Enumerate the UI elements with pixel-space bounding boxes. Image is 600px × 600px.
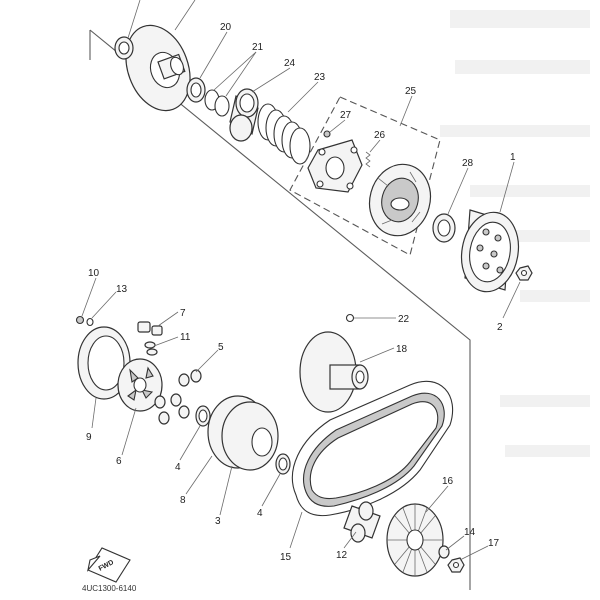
secondary-sheave [299, 331, 369, 413]
primary-sheave-cover [77, 326, 131, 400]
clutch-housing [460, 209, 520, 293]
washer-left [195, 405, 211, 427]
part-number-20: 20 [220, 22, 232, 33]
part-number-11: 11 [180, 332, 191, 343]
part-number-28: 28 [462, 158, 474, 169]
part-number-17: 17 [488, 538, 500, 549]
part-number-10: 10 [88, 268, 100, 279]
part-number-13: 13 [116, 284, 128, 295]
seal-ring [432, 213, 456, 243]
fixed-sheave-fan [386, 503, 444, 577]
part-number-14: 14 [464, 527, 476, 538]
part-number-18: 18 [396, 344, 408, 355]
part-number-7: 7 [180, 308, 186, 319]
part-number-1: 1 [510, 152, 516, 163]
compression-spring [257, 103, 311, 165]
part-number-8: 8 [180, 495, 186, 506]
part-numbers: 1 2 3 4 4 5 6 7 8 9 10 11 12 13 14 15 16… [86, 22, 516, 563]
leader-lines [81, 31, 521, 561]
part-number-5: 5 [218, 342, 224, 353]
slider-pieces [137, 321, 163, 356]
diagram-code: 4UC1300-6140 [82, 584, 137, 593]
housing-nut [515, 265, 533, 281]
washer-top-left [114, 36, 134, 60]
part-number-23: 23 [314, 72, 326, 83]
collar-part [186, 77, 206, 103]
part-number-15: 15 [280, 552, 292, 563]
clutch-carrier-dashed-box [289, 96, 441, 256]
spacer-collar [343, 501, 381, 543]
part-number-22: 22 [398, 314, 410, 325]
part-number-26: 26 [374, 130, 386, 141]
weight-rollers [154, 369, 202, 425]
part-number-2: 2 [497, 322, 503, 333]
o-ring-pair [204, 89, 230, 117]
pin-22 [345, 313, 355, 323]
nut-17 [447, 557, 465, 573]
v-belt [291, 380, 454, 517]
part-number-4a: 4 [175, 462, 181, 473]
bolt-and-washer [75, 315, 94, 327]
part-number-12: 12 [336, 550, 348, 561]
movable-sheave [207, 395, 279, 471]
part-number-27: 27 [340, 110, 352, 121]
ramp-plate [117, 358, 163, 412]
part-number-9: 9 [86, 432, 92, 443]
part-number-21: 21 [252, 42, 264, 53]
spring-small [323, 130, 371, 168]
part-number-6: 6 [116, 456, 122, 467]
guide-cylinder [229, 88, 259, 142]
part-number-4b: 4 [257, 508, 263, 519]
part-number-16: 16 [442, 476, 454, 487]
clutch-plate [307, 139, 363, 193]
part-number-3: 3 [215, 516, 221, 527]
assembly-boundary [89, 29, 471, 590]
clutch-shoe-assembly [368, 163, 432, 237]
secondary-sheave-upper [125, 24, 191, 112]
fwd-arrow-icon: FWD [87, 547, 131, 583]
washer-right [275, 453, 291, 475]
washer-14 [438, 545, 450, 559]
part-number-24: 24 [284, 58, 296, 69]
background-shading [440, 10, 590, 457]
part-number-25: 25 [405, 86, 417, 97]
